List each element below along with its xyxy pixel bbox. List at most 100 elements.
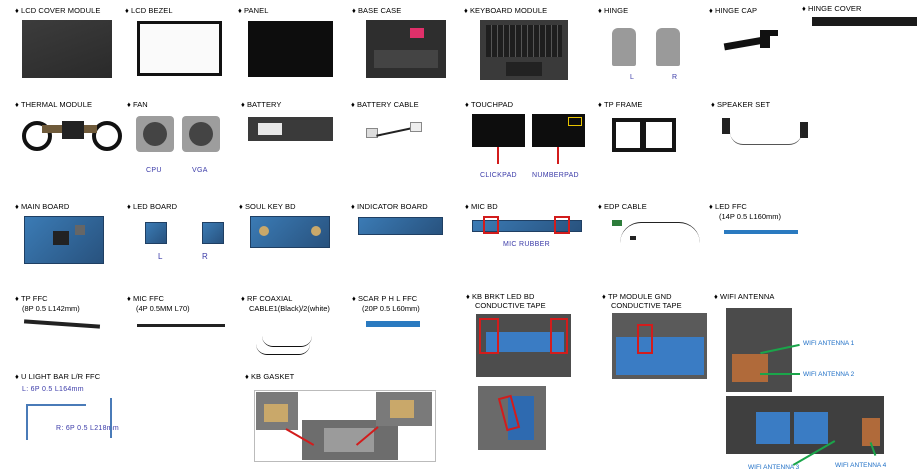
mic-rubber-caption: MIC RUBBER [503,241,550,248]
indicator-board-photo [358,217,443,235]
tp-ffc-spec: (8P 0.5 L142mm) [22,304,80,313]
u-light-left-spec: L: 6P 0.5 L164mm [22,386,84,393]
led-board-right-photo [202,222,224,244]
touchpad-clickpad-photo [472,114,525,147]
u-light-right-spec: R: 6P 0.5 L218mm [56,425,120,432]
wifi-antenna-photo-2 [726,396,884,454]
label-soul-key-bd: ♦SOUL KEY BD [239,202,296,211]
label-lcd-bezel: ♦LCD BEZEL [125,6,173,15]
tp-ffc-photo [23,319,101,329]
rf-coaxial-spec: CABLE1(Black)/2(white) [249,304,330,313]
label-main-board: ♦MAIN BOARD [15,202,70,211]
label-rf-coaxial: ♦RF COAXIAL [241,294,293,303]
fan-vga-photo [182,116,220,152]
led-board-left-photo [145,222,167,244]
wifi-antenna-2-arrow [760,373,800,375]
label-led-ffc: ♦LED FFC [709,202,747,211]
thermal-module-photo [22,115,122,153]
label-tp-ffc: ♦TP FFC [15,294,48,303]
kb-gasket-photo-left [256,392,298,430]
scar-ffc-spec: (20P 0.5 L60mm) [362,304,420,313]
label-hinge-cover: ♦HINGE COVER [802,4,862,13]
rf-coaxial-photo [256,334,316,358]
hinge-left-photo [612,28,636,66]
wifi-antenna-2-caption: WIFI ANTENNA 2 [803,371,855,378]
lcd-cover-photo [22,20,112,78]
kb-brkt-tape-highlight-right [550,318,568,354]
mic-ffc-photo [137,324,225,327]
label-fan: ♦FAN [127,100,148,109]
label-indicator-board: ♦INDICATOR BOARD [351,202,428,211]
kb-gasket-photo-frame [254,390,436,462]
tp-module-gnd-conductive-tape: CONDUCTIVE TAPE [611,301,682,310]
mic-rubber-highlight-right [554,216,570,234]
label-touchpad: ♦TOUCHPAD [465,100,514,109]
main-board-photo [24,216,104,264]
fan-cpu-caption: CPU [146,167,162,174]
label-base-case: ♦BASE CASE [352,6,402,15]
label-mic-ffc: ♦MIC FFC [127,294,165,303]
mic-rubber-highlight-left [483,216,499,234]
kb-brkt-tape-highlight-left [479,318,499,354]
fan-vga-caption: VGA [192,167,208,174]
kb-gasket-photo-right [376,392,432,426]
kb-brkt-conductive-tape: CONDUCTIVE TAPE [475,301,546,310]
tp-frame-photo [612,118,676,152]
label-led-board: ♦LED BOARD [127,202,178,211]
label-mic-bd: ♦MIC BD [465,202,498,211]
label-battery: ♦BATTERY [241,100,282,109]
wifi-antenna-1-caption: WIFI ANTENNA 1 [803,340,855,347]
edp-cable-photo [612,220,702,246]
hinge-cap-photo [723,30,779,52]
kb-brkt-photo-1 [476,314,571,377]
label-keyboard-module: ♦KEYBOARD MODULE [464,6,548,15]
battery-cable-photo [366,122,422,144]
led-left-caption: L [158,252,163,261]
numberpad-arrow [557,147,559,164]
led-ffc-spec: (14P 0.5 L160mm) [719,212,781,221]
wifi-antenna-4-caption: WIFI ANTENNA 4 [835,462,887,469]
label-edp-cable: ♦EDP CABLE [598,202,647,211]
base-case-photo [366,20,446,78]
label-kb-gasket: ♦KB GASKET [245,372,295,381]
hinge-left-caption: L [630,74,635,81]
label-lcd-cover-module: ♦LCD COVER MODULE [15,6,101,15]
kb-brkt-photo-2 [478,386,546,450]
label-battery-cable: ♦BATTERY CABLE [351,100,419,109]
hinge-right-caption: R [672,74,678,81]
speaker-set-photo [722,116,810,146]
numberpad-caption: NUMBERPAD [532,172,579,179]
soul-key-bd-photo [250,216,330,248]
clickpad-caption: CLICKPAD [480,172,517,179]
lcd-bezel-photo [137,21,222,76]
battery-photo [248,117,333,141]
wifi-antenna-3-caption: WIFI ANTENNA 3 [748,464,800,471]
keyboard-module-photo [480,20,568,80]
tp-module-gnd-photo [612,313,707,379]
hinge-cover-photo [812,17,917,26]
label-panel: ♦PANEL [238,6,269,15]
scar-ffc-photo [366,321,420,327]
label-u-light-bar: ♦U LIGHT BAR L/R FFC [15,372,101,381]
clickpad-arrow [497,147,499,164]
u-light-bar-photo [22,398,118,442]
label-scar-ffc: ♦SCAR P H L FFC [352,294,418,303]
label-thermal-module: ♦THERMAL MODULE [15,100,93,109]
label-hinge-cap: ♦HINGE CAP [709,6,758,15]
led-ffc-photo [724,230,798,234]
label-speaker-set: ♦SPEAKER SET [711,100,771,109]
led-right-caption: R [202,252,209,261]
kb-gasket-photo-center [302,420,398,460]
touchpad-numberpad-photo [532,114,585,147]
label-tp-module-gnd: ♦TP MODULE GND [602,292,672,301]
label-tp-frame: ♦TP FRAME [598,100,643,109]
label-wifi-antenna: ♦WIFI ANTENNA [714,292,775,301]
fan-cpu-photo [136,116,174,152]
tp-module-gnd-highlight [637,324,653,354]
label-kb-brkt-led-bd: ♦KB BRKT LED BD [466,292,535,301]
label-hinge: ♦HINGE [598,6,629,15]
hinge-right-photo [656,28,680,66]
mic-ffc-spec: (4P 0.5MM L70) [136,304,190,313]
wifi-antenna-photo-1 [726,308,792,392]
panel-photo [248,21,333,77]
